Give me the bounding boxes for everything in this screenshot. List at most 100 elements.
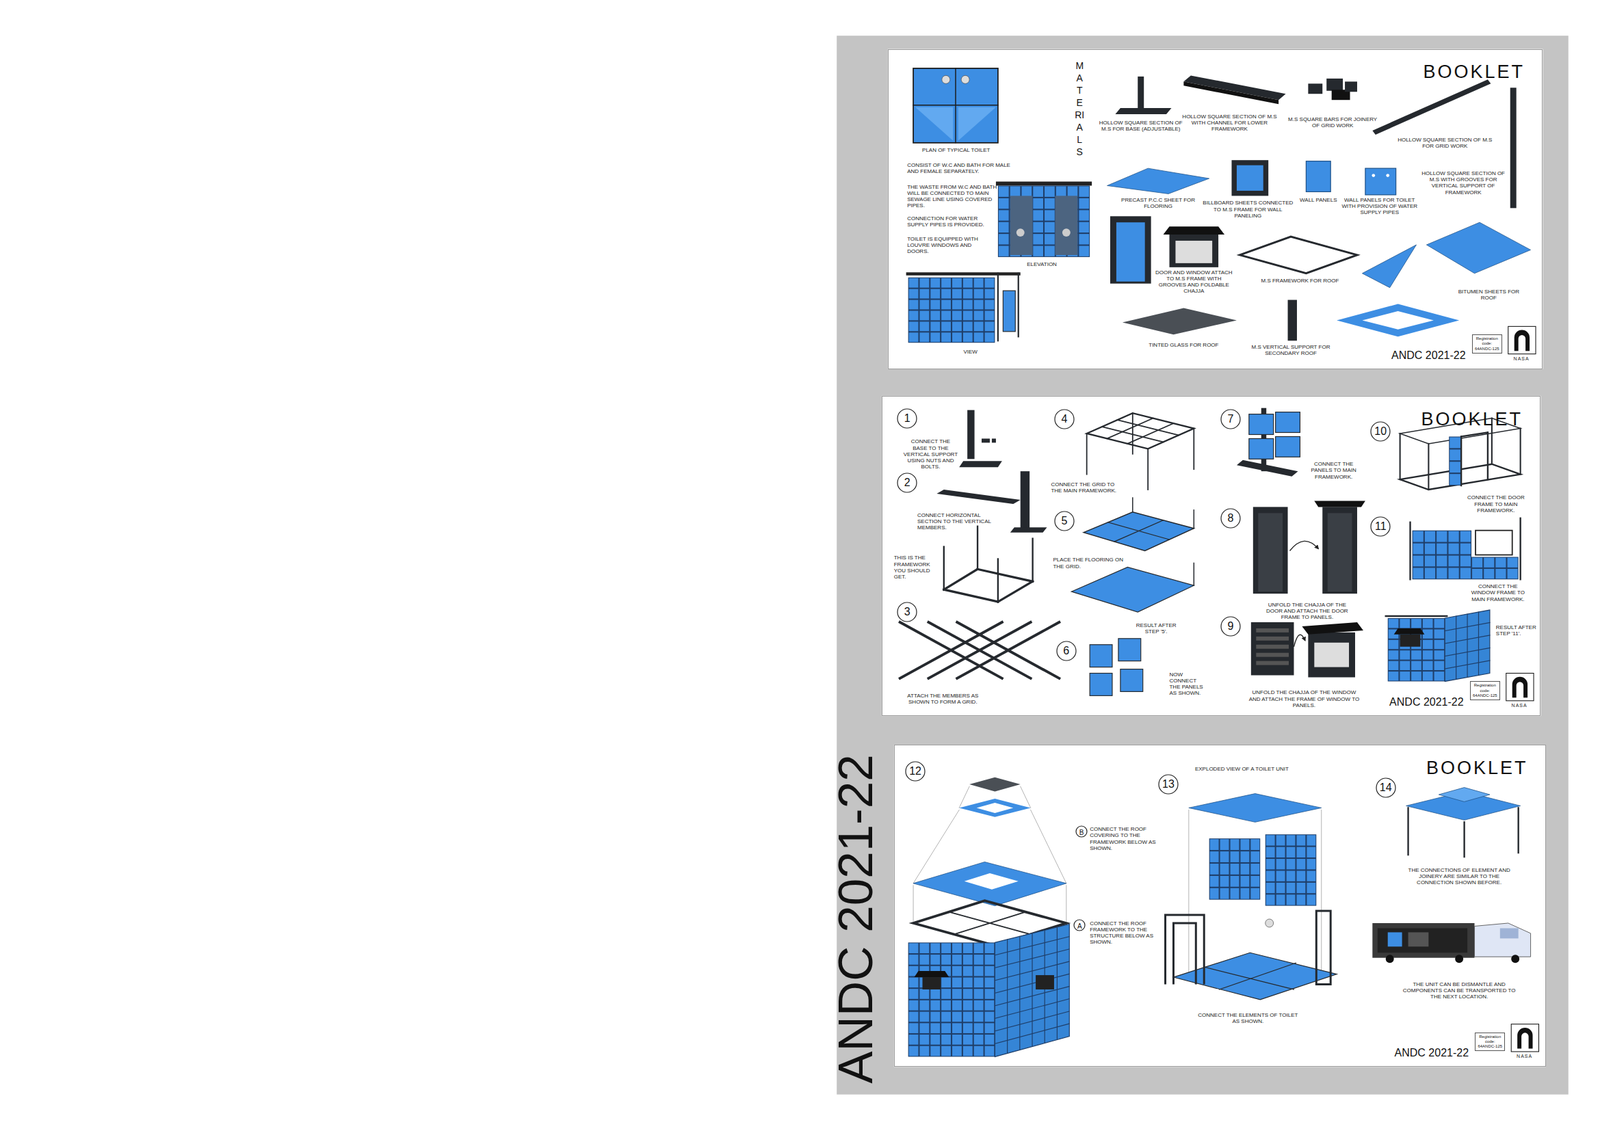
wall-tile — [974, 300, 984, 310]
wall-tile — [1434, 629, 1445, 639]
wall-tile — [1413, 543, 1424, 555]
wall-tile — [1436, 556, 1447, 568]
wall-tile — [1495, 558, 1506, 568]
circle-outline — [1221, 409, 1241, 429]
art-shape — [994, 924, 1070, 1057]
wall-tile — [1250, 851, 1260, 863]
art-line — [956, 622, 1059, 679]
art-line — [956, 622, 1059, 679]
wall-tile — [941, 278, 951, 288]
wall-tile — [909, 978, 919, 989]
window — [1400, 634, 1421, 648]
art-shape — [1314, 500, 1366, 507]
wall-tile — [930, 289, 940, 299]
step-number: 3 — [904, 601, 911, 623]
art-line — [1031, 539, 1033, 583]
wall-tile — [941, 978, 951, 989]
wall-tile — [974, 289, 984, 299]
wall-tile — [985, 1012, 995, 1023]
wall-tile — [941, 300, 951, 310]
art-line — [1427, 443, 1429, 490]
cargo — [1387, 932, 1403, 947]
wall-tile — [1220, 876, 1230, 888]
annotation-label: CONNECT THE ROOF FRAMEWORK TO THE STRUCT… — [1089, 920, 1161, 947]
circle-outline — [897, 602, 917, 622]
wall-tile — [1411, 661, 1422, 671]
wall-tile — [952, 954, 962, 966]
annotation-label: HOLLOW SQUARE SECTION OF M.S WITH GROOVE… — [1420, 170, 1506, 196]
art-line — [994, 1011, 1070, 1032]
art-shape — [1236, 460, 1299, 477]
vertical-support — [1510, 87, 1517, 208]
art-line — [994, 974, 1070, 994]
wall-tile — [1449, 437, 1461, 449]
art-shape — [1394, 628, 1425, 635]
tiled-wall — [1412, 530, 1473, 581]
wall-tile — [1449, 461, 1461, 473]
door-frame — [1322, 506, 1358, 594]
wall-tile — [1449, 449, 1461, 461]
wall-tile — [1434, 640, 1445, 650]
step-number: 5 — [1060, 510, 1068, 532]
art-line — [1444, 660, 1490, 670]
wall-tile — [930, 1012, 940, 1023]
step-circle: 12 — [905, 761, 926, 782]
wall-tile — [941, 1012, 951, 1023]
wall-tile — [920, 989, 930, 1000]
wall-tile — [952, 332, 962, 343]
wall-tile — [963, 321, 973, 332]
art-rect — [1175, 240, 1213, 264]
annotation-label: PLAN OF TYPICAL TOILET — [900, 147, 1013, 154]
wall-tile — [1210, 851, 1219, 863]
wall-tile — [998, 233, 1009, 245]
wall-tile — [1044, 210, 1055, 221]
art-line — [943, 547, 945, 591]
wall-tile — [1507, 569, 1518, 579]
art-shape — [915, 107, 953, 141]
annotation-label: BITUMEN SHEETS FOR ROOF — [1452, 288, 1525, 301]
wall-tile — [985, 966, 995, 977]
art-line — [994, 937, 1070, 956]
wall-panel — [1275, 412, 1301, 434]
wall-tile — [1411, 650, 1422, 660]
wall-tile — [1044, 222, 1055, 233]
wall-tile — [1240, 888, 1250, 900]
annotation-label: THE UNIT CAN BE DISMANTLE AND COMPONENTS… — [1402, 981, 1517, 1001]
wall-tile — [1220, 888, 1230, 900]
art-shape — [1426, 222, 1531, 274]
annotation-label: HOLLOW SQUARE SECTION OF M.S FOR BASE (A… — [1095, 119, 1187, 133]
sheet-heading: BOOKLET — [1426, 757, 1529, 780]
wall-tile — [1266, 847, 1276, 858]
art-shape — [1107, 168, 1210, 194]
section-heading: MATERIALS — [1074, 59, 1085, 159]
step-number: 2 — [904, 472, 911, 494]
wall-tile — [1296, 835, 1306, 846]
wall-tile — [1230, 888, 1240, 900]
wall-tile — [930, 1023, 940, 1034]
wall-tile — [1240, 839, 1250, 851]
art-line — [976, 526, 979, 570]
wall-tile — [920, 943, 930, 954]
wall-tile — [1220, 863, 1230, 875]
art-shape — [1372, 79, 1491, 135]
annotation-label: TINTED GLASS FOR ROOF — [1137, 342, 1230, 349]
wall-tile — [998, 246, 1009, 257]
booklet-sheet: BOOKLETANDC 2021-22Registration code:64A… — [887, 49, 1544, 370]
wall-tile — [1296, 870, 1306, 882]
window — [922, 977, 942, 990]
art-line — [1455, 616, 1457, 680]
wall-tile — [952, 989, 962, 1000]
step-circle: 10 — [1370, 421, 1391, 442]
annotation-label: UNFOLD THE CHAJJA OF THE DOOR AND ATTACH… — [1263, 601, 1352, 622]
page-title: ANDC 2021-22 — [831, 754, 880, 1084]
art-circle — [1062, 228, 1071, 237]
window-frame — [1169, 230, 1219, 268]
wall-tile — [909, 332, 919, 343]
registration-box: Registration code:64ANDC-125 — [1470, 681, 1501, 701]
art-circle — [941, 75, 951, 84]
art-line — [1466, 614, 1468, 678]
art-shape — [1083, 512, 1194, 552]
wall-tile — [941, 1046, 951, 1057]
